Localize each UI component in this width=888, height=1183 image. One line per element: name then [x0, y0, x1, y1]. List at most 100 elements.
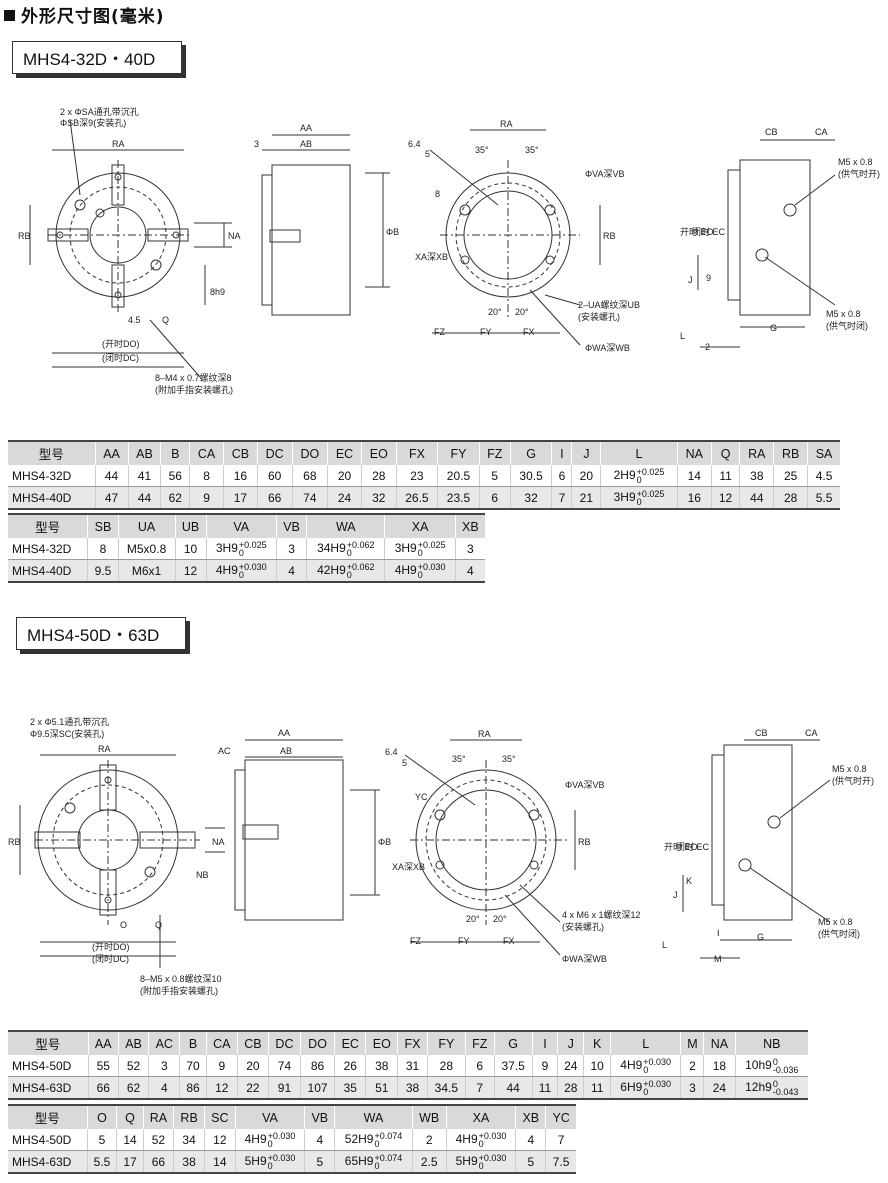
label-eo: 开时 EO [680, 226, 714, 237]
table-cell: 18 [703, 1055, 736, 1077]
column-header: FX [397, 1030, 428, 1055]
column-header: I [532, 1030, 559, 1055]
dim-aa: AA [278, 728, 290, 738]
table-cell: 62 [118, 1076, 150, 1100]
table-cell: 5 [515, 1150, 547, 1174]
column-header: XB [455, 513, 485, 538]
table-cell: 12 [175, 559, 207, 583]
dim-9: 9 [706, 273, 711, 283]
label-port-open-note: (供气时开) [838, 168, 880, 179]
dim-q: Q [162, 315, 169, 325]
column-header: WB [412, 1104, 447, 1129]
column-header: SB [87, 513, 119, 538]
table-cell: 28 [361, 465, 397, 487]
table-cell: M5x0.8 [118, 538, 176, 560]
label-port-close-note: (供气时闭) [826, 320, 868, 331]
column-header: WA [306, 513, 386, 538]
table-cell: 20 [571, 465, 602, 487]
dim-fy: FY [458, 936, 470, 946]
dim-5: 5 [402, 758, 407, 768]
column-header: AA [95, 440, 129, 465]
table-cell: 28 [773, 486, 809, 510]
column-header: RA [739, 440, 775, 465]
table-cell: 86 [179, 1076, 207, 1100]
dim-g: G [770, 323, 777, 333]
table-cell: 20 [327, 465, 362, 487]
dim-angle-35a: 35° [475, 145, 489, 155]
side-view [234, 739, 380, 921]
label-ua: 2–UA螺纹深UB [578, 299, 640, 310]
column-header: FY [437, 440, 480, 465]
table-cell: 23.5 [437, 486, 480, 510]
table-cell: 11 [532, 1076, 559, 1100]
label-va: ΦVA深VB [585, 169, 625, 179]
column-header: 型号 [8, 1104, 88, 1129]
label-closed-dc: (闭时DC) [102, 352, 139, 363]
column-header: FX [396, 440, 439, 465]
table-cell: 17 [223, 486, 258, 510]
dim-angle-20b: 20° [515, 307, 529, 317]
dim-na: NA [228, 231, 241, 241]
table-cell: 31 [397, 1055, 428, 1077]
model-label: MHS4-50D・63D [27, 626, 160, 645]
column-header: DO [300, 1030, 336, 1055]
dim-ab: AB [300, 139, 312, 149]
column-header: CA [189, 440, 224, 465]
label-open-do: (开时DO) [92, 941, 130, 952]
label-finger-screw: 8–M4 x 0.7螺纹深8 [155, 372, 232, 383]
label-counterbore: ΦSB深9(安装孔) [60, 117, 126, 128]
column-header: UB [175, 513, 207, 538]
top-view [429, 129, 601, 346]
table-cell: 24 [703, 1076, 736, 1100]
dim-yc: YC [415, 792, 428, 802]
dim-l: L [680, 331, 685, 341]
table-cell: 10 [583, 1055, 611, 1077]
table-cell: 16 [223, 465, 258, 487]
table-cell: 44 [494, 1076, 533, 1100]
dim-i: I [717, 928, 720, 938]
column-header: VB [304, 1104, 336, 1129]
dim-j: J [673, 890, 678, 900]
column-header: EC [334, 1030, 367, 1055]
dim-6-4: 6.4 [408, 139, 421, 149]
table-cell: 7 [551, 486, 573, 510]
table-cell: 2 [412, 1129, 447, 1151]
table-cell: 12 [206, 1076, 238, 1100]
label-eo: 开时 EO [664, 841, 698, 852]
front-view [19, 754, 225, 968]
table-cell: 24 [327, 486, 362, 510]
dim-ab: AB [280, 746, 292, 756]
dim-aa: AA [300, 123, 312, 133]
dim-fz: FZ [410, 936, 421, 946]
table-cell: 17 [116, 1150, 144, 1174]
table-cell: MHS4-63D [8, 1150, 88, 1174]
table-cell: 66 [257, 486, 293, 510]
table-cell: M6x1 [118, 559, 176, 583]
label-port-close: M5 x 0.8 [826, 309, 861, 319]
column-header: CA [206, 1030, 238, 1055]
label-xa: XA深XB [392, 862, 425, 872]
table-cell: 38 [365, 1055, 399, 1077]
column-header: K [583, 1030, 611, 1055]
label-finger-screw: 8–M5 x 0.8螺纹深10 [140, 973, 222, 984]
dim-angle-35b: 35° [525, 145, 539, 155]
label-port-open: M5 x 0.8 [838, 157, 873, 167]
label-wa: ΦWA深WB [585, 343, 630, 353]
dim-3: 3 [254, 139, 259, 149]
side-view [261, 134, 390, 316]
table-cell: 4 [515, 1129, 547, 1151]
table-cell: 28 [427, 1055, 466, 1077]
dim-angle-35b: 35° [502, 754, 516, 764]
dim-fy: FY [480, 327, 492, 337]
label-port-open: M5 x 0.8 [832, 764, 867, 774]
table-cell: 5.5 [87, 1150, 118, 1174]
table-cell: 30.5 [510, 465, 553, 487]
